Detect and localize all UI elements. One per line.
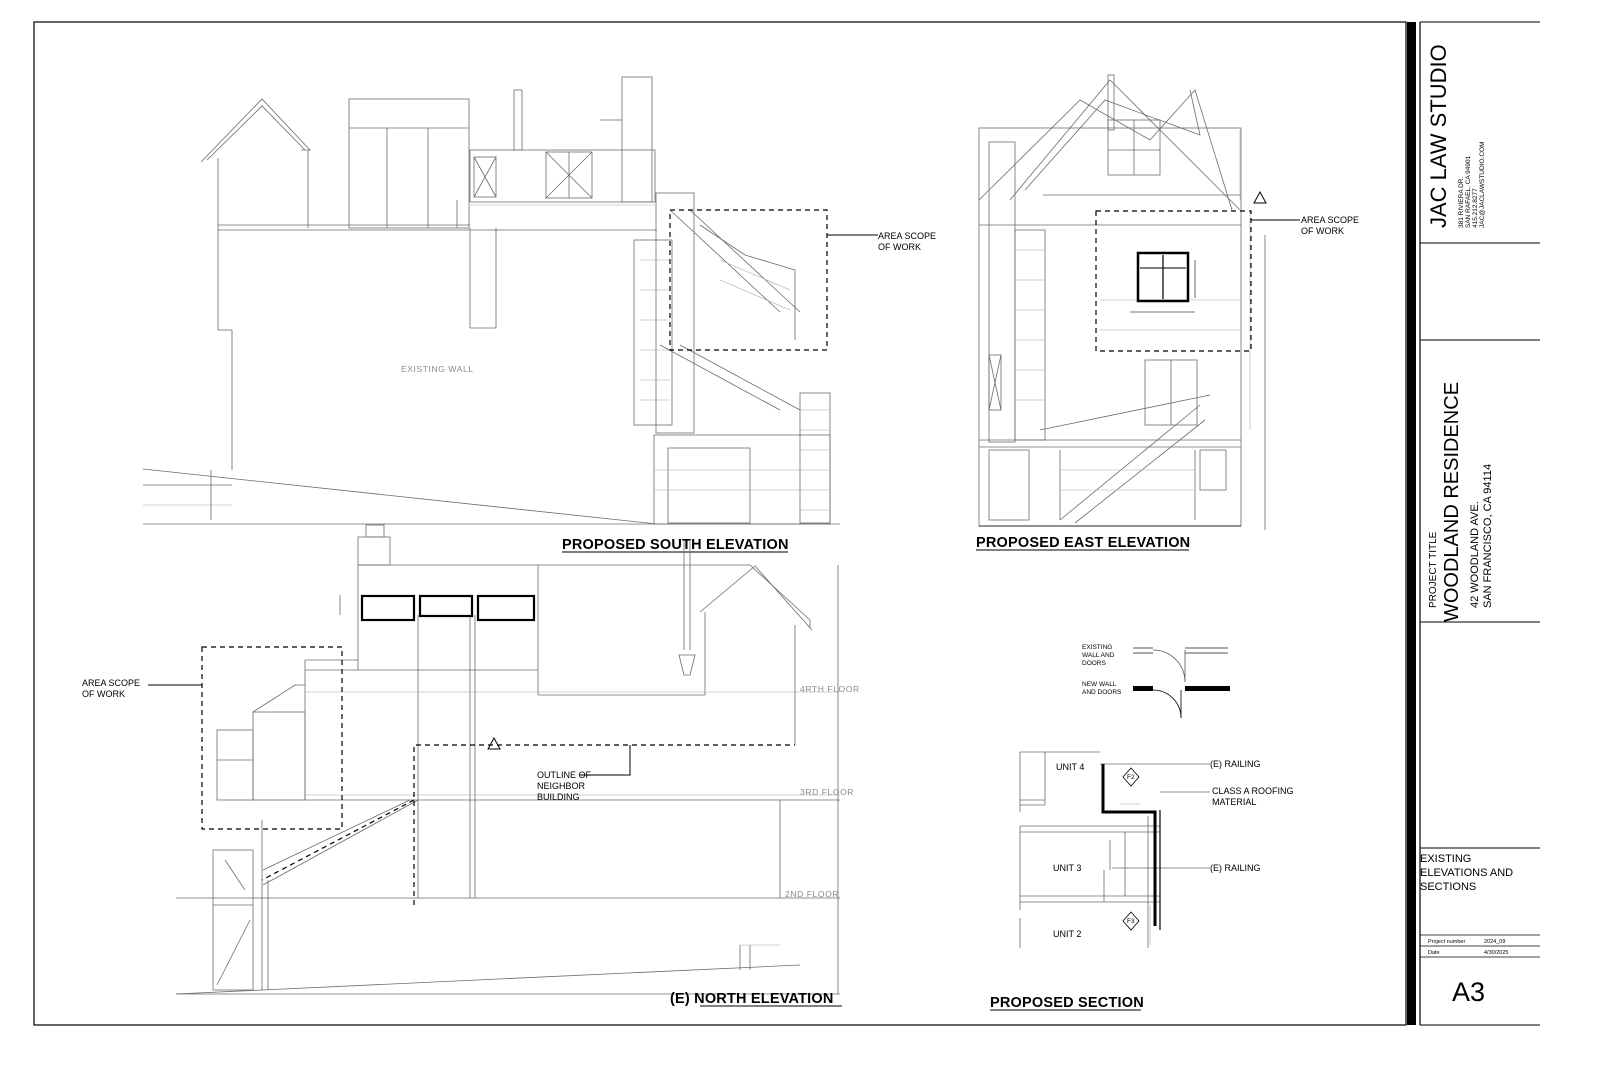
legend-new-1: NEW WALL <box>1082 681 1117 688</box>
sheet-title-3: SECTIONS <box>1420 881 1476 893</box>
north-floor-label-4: 4RTH FLOOR <box>800 684 860 694</box>
section-unit-2: UNIT 2 <box>1053 929 1081 939</box>
north-floor-label-2: 2ND FLOOR <box>785 889 839 899</box>
north-floor-label-3: 3RD FLOOR <box>800 787 854 797</box>
sheet-border <box>33 21 1407 1026</box>
title-block <box>1419 21 1540 1026</box>
east-elevation-title: PROPOSED EAST ELEVATION <box>976 535 1190 551</box>
firm-email: JAC@JACLAWSTUDIO.COM <box>1479 141 1486 228</box>
east-elevation-drawing <box>978 74 1300 530</box>
project-name: WOODLAND RESIDENCE <box>1441 382 1463 622</box>
proposed-section-drawing <box>1019 751 1210 948</box>
section-unit-4: UNIT 4 <box>1056 762 1084 772</box>
north-elevation-drawing <box>148 524 840 995</box>
project-number: 2024_09 <box>1484 939 1505 945</box>
project-number-label: Project number <box>1428 939 1465 945</box>
legend-existing-1: EXISTING <box>1082 644 1112 651</box>
neighbor-note-3: BUILDING <box>537 792 580 802</box>
neighbor-outline <box>413 744 795 905</box>
sheet-title-1: EXISTING <box>1420 853 1471 865</box>
title-block-bar <box>1407 22 1416 1025</box>
firm-address-1: 381 RIVIERA DR. <box>1458 177 1465 228</box>
section-note-railing-bottom: (E) RAILING <box>1210 863 1261 873</box>
firm-name: JAC LAW STUDIO <box>1426 44 1451 228</box>
project-address-1: 42 WOODLAND AVE. <box>1469 501 1481 608</box>
east-scope-box <box>1095 210 1252 352</box>
section-tag-f3: F3 <box>1127 918 1135 925</box>
firm-phone: 415.212.8277 <box>1472 188 1479 228</box>
section-note-roofing-1: CLASS A ROOFING <box>1212 786 1294 796</box>
south-elevation-title: PROPOSED SOUTH ELEVATION <box>562 537 789 553</box>
section-unit-3: UNIT 3 <box>1053 863 1081 873</box>
project-title-label: PROJECT TITLE <box>1428 531 1439 608</box>
legend-existing-2: WALL AND <box>1082 652 1115 659</box>
south-scope-callout-1: AREA SCOPE <box>878 231 936 241</box>
south-scope-box <box>669 209 828 351</box>
existing-wall-label: EXISTING WALL <box>401 364 474 374</box>
south-scope-callout-2: OF WORK <box>878 242 921 252</box>
sheet-number: A3 <box>1452 977 1485 1007</box>
north-scope-callout-1: AREA SCOPE <box>82 678 140 688</box>
section-title: PROPOSED SECTION <box>990 995 1144 1011</box>
date-value: 4/30/2025 <box>1484 950 1508 956</box>
sheet-title-2: ELEVATIONS AND <box>1420 867 1513 879</box>
section-note-railing-top: (E) RAILING <box>1210 759 1261 769</box>
south-elevation-drawing <box>142 76 878 525</box>
east-scope-callout-2: OF WORK <box>1301 226 1344 236</box>
north-scope-box <box>201 646 343 830</box>
legend-new-2: AND DOORS <box>1082 689 1122 696</box>
neighbor-note-1: OUTLINE OF <box>537 770 592 780</box>
firm-address-2: SAN RAFAEL, CA 94901 <box>1465 155 1472 228</box>
legend-existing-3: DOORS <box>1082 660 1107 667</box>
north-scope-callout-2: OF WORK <box>82 689 125 699</box>
date-label: Date <box>1428 950 1440 956</box>
project-address-2: SAN FRANCISCO, CA 94114 <box>1482 464 1494 608</box>
east-new-window <box>1136 251 1190 303</box>
north-elevation-title: (E) NORTH ELEVATION <box>670 991 834 1007</box>
wall-legend <box>1133 647 1230 719</box>
neighbor-note-2: NEIGHBOR <box>537 781 586 791</box>
east-scope-callout-1: AREA SCOPE <box>1301 215 1359 225</box>
section-note-roofing-2: MATERIAL <box>1212 797 1256 807</box>
section-tag-f2: F2 <box>1127 774 1135 781</box>
